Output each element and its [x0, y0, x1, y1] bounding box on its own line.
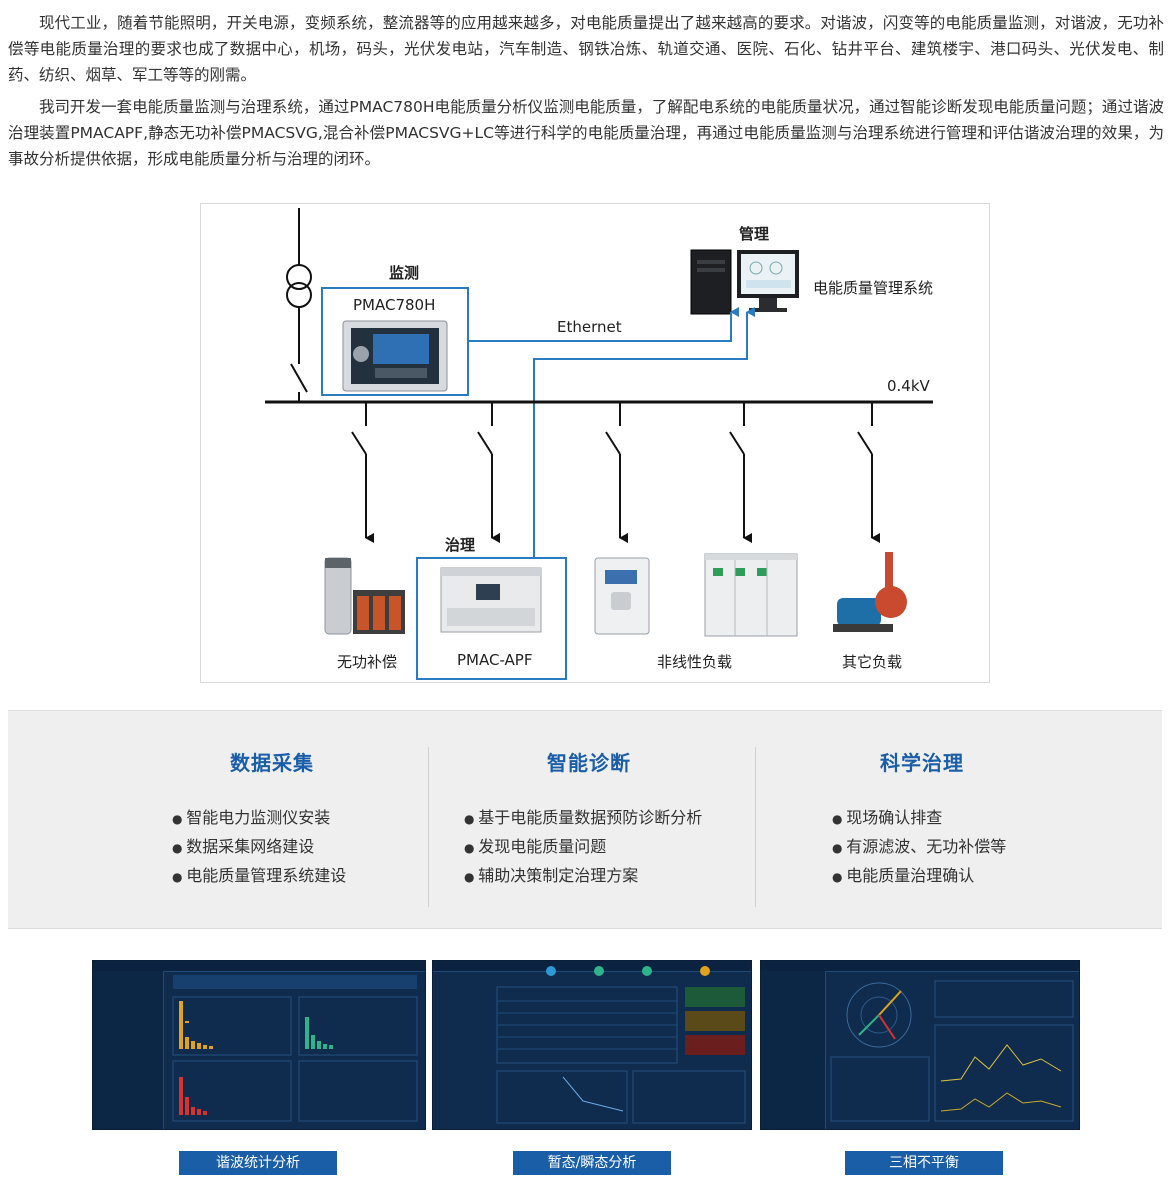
pillar-treatment: 科学治理 现场确认排查 有源滤波、无功补偿等 电能质量治理确认	[832, 747, 1012, 907]
pillar-item: 电能质量管理系统建设	[172, 862, 372, 891]
load-reactive-label: 无功补偿	[337, 653, 398, 671]
capacitor-reactor-image	[324, 557, 405, 635]
divider	[755, 747, 756, 907]
system-diagram: 监测 PMAC780H 管理 电能质量管理系统 Ethernet 0.4kV 治…	[200, 203, 990, 683]
treat-title: 治理	[445, 536, 476, 554]
pmac780h-device-image	[342, 320, 448, 392]
caption-harmonic-stats: 谐波统计分析	[179, 1151, 337, 1175]
divider	[8, 928, 1162, 929]
caption-three-phase-unbalance: 三相不平衡	[845, 1151, 1003, 1175]
pillar-item: 智能电力监测仪安装	[172, 804, 372, 833]
pillar-item: 电能质量治理确认	[832, 862, 1012, 891]
transient-analysis-screenshot	[432, 960, 752, 1130]
pillar-item: 辅助决策制定治理方案	[464, 862, 714, 891]
caption-transient-analysis: 暂态/瞬态分析	[513, 1151, 671, 1175]
manage-title: 管理	[739, 225, 770, 243]
three-phase-unbalance-screenshot	[760, 960, 1080, 1130]
load-nonlinear-label: 非线性负载	[657, 653, 733, 671]
intro-text: 现代工业，随着节能照明，开关电源，变频系统，整流器等的应用越来越多，对电能质量提…	[8, 10, 1164, 178]
pillar-item: 数据采集网络建设	[172, 833, 372, 862]
transient-thumbnail	[496, 966, 746, 1124]
pillar-item: 有源滤波、无功补偿等	[832, 833, 1012, 862]
load-other-label: 其它负载	[842, 653, 903, 671]
harmonic-stats-screenshot	[92, 960, 426, 1130]
ethernet-links	[468, 307, 755, 558]
intro-paragraph-1: 现代工业，随着节能照明，开关电源，变频系统，整流器等的应用越来越多，对电能质量提…	[8, 14, 1164, 84]
branch-feeders	[351, 402, 880, 543]
pillar-item: 发现电能质量问题	[464, 833, 714, 862]
monitor-title: 监测	[389, 264, 420, 282]
manage-system-label: 电能质量管理系统	[813, 279, 934, 297]
intro-paragraph-2: 我司开发一套电能质量监测与治理系统，通过PMAC780H电能质量分析仪监测电能质…	[8, 98, 1164, 168]
cabinet-image	[704, 553, 798, 637]
diagram-drawing	[265, 208, 933, 680]
phasor-thumbnail	[830, 980, 1074, 1122]
vfd-image	[594, 557, 650, 635]
pump-motor-image	[833, 552, 907, 632]
pillar-data-collection: 数据采集 智能电力监测仪安装 数据采集网络建设 电能质量管理系统建设	[172, 747, 372, 907]
ethernet-label: Ethernet	[557, 318, 622, 336]
bus-voltage-label: 0.4kV	[887, 377, 930, 395]
transformer-symbol	[286, 208, 312, 364]
treatment-box	[416, 557, 567, 680]
pillar-item: 基于电能质量数据预防诊断分析	[464, 804, 714, 833]
pmac-apf-image	[440, 567, 542, 633]
pillar-diagnosis: 智能诊断 基于电能质量数据预防诊断分析 发现电能质量问题 辅助决策制定治理方案	[464, 747, 714, 907]
harmonic-bars-thumbnail	[172, 975, 418, 1122]
pillar-title: 智能诊断	[547, 751, 631, 775]
pillar-title: 科学治理	[880, 751, 964, 775]
divider	[428, 747, 429, 907]
monitor-device-label: PMAC780H	[353, 296, 436, 314]
pillar-item: 现场确认排查	[832, 804, 1012, 833]
management-computer-image	[690, 249, 799, 315]
feature-pillars: 数据采集 智能电力监测仪安装 数据采集网络建设 电能质量管理系统建设 智能诊断 …	[8, 710, 1162, 928]
main-breaker-symbol	[290, 363, 308, 402]
treat-device-label: PMAC-APF	[457, 651, 533, 669]
pillar-title: 数据采集	[230, 751, 314, 775]
